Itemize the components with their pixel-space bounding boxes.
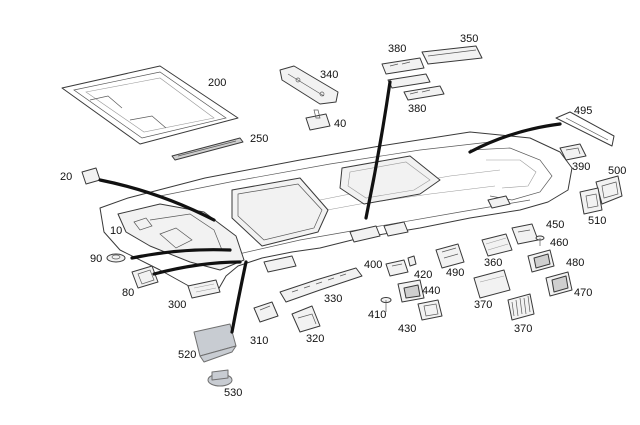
sunroof-opening bbox=[231, 177, 329, 247]
duct-part-330 bbox=[279, 267, 363, 303]
leader-arrow-90 bbox=[130, 248, 232, 260]
callout-250: 250 bbox=[250, 133, 268, 145]
ribbed-block-part-370b bbox=[507, 293, 535, 321]
leader-arrow-310 bbox=[230, 260, 248, 334]
callout-530: 530 bbox=[224, 387, 242, 399]
screw-part-460 bbox=[535, 235, 545, 246]
callout-500: 500 bbox=[608, 165, 626, 177]
callout-410: 410 bbox=[368, 309, 386, 321]
callout-430: 430 bbox=[398, 323, 416, 335]
leader-arrow-380 bbox=[364, 80, 392, 220]
rear-trim-part-495 bbox=[555, 111, 615, 147]
callout-320: 320 bbox=[306, 333, 324, 345]
callout-370b: 370 bbox=[514, 323, 532, 335]
clip-part-420 bbox=[407, 255, 417, 267]
callout-90: 90 bbox=[90, 253, 102, 265]
callout-440: 440 bbox=[422, 285, 440, 297]
callout-520: 520 bbox=[178, 349, 196, 361]
callout-360: 360 bbox=[484, 257, 502, 269]
strip-group-350-380 bbox=[381, 45, 483, 101]
bracket-part-390 bbox=[559, 143, 587, 161]
callout-480: 480 bbox=[566, 257, 584, 269]
callout-300: 300 bbox=[168, 299, 186, 311]
screw-part-410 bbox=[380, 297, 392, 312]
box-part-370a bbox=[473, 269, 511, 299]
callout-370a: 370 bbox=[474, 299, 492, 311]
callout-20: 20 bbox=[60, 171, 72, 183]
cover-part-520 bbox=[193, 323, 237, 363]
panel-part-360 bbox=[481, 233, 513, 257]
seal-strip-part bbox=[171, 137, 244, 161]
rear-housing-part-510 bbox=[579, 187, 603, 215]
callout-380b: 380 bbox=[408, 103, 426, 115]
callout-40: 40 bbox=[334, 118, 346, 130]
light-unit-part-80 bbox=[131, 265, 159, 289]
callout-350: 350 bbox=[460, 33, 478, 45]
callout-510: 510 bbox=[588, 215, 606, 227]
grommet-part-90 bbox=[106, 253, 126, 263]
trim-strip-part-300 bbox=[187, 279, 221, 299]
leader-arrow-80 bbox=[152, 260, 242, 276]
callout-470: 470 bbox=[574, 287, 592, 299]
clip-part-40 bbox=[305, 109, 331, 131]
callout-400: 400 bbox=[364, 259, 382, 271]
leader-arrows bbox=[98, 80, 562, 334]
rail-bracket-part bbox=[279, 65, 339, 105]
lamp-part-480 bbox=[527, 249, 555, 273]
callout-310: 310 bbox=[250, 335, 268, 347]
rear-sunroof-opening bbox=[339, 155, 441, 205]
leader-arrow-495 bbox=[468, 122, 562, 154]
headliner-handles bbox=[263, 195, 511, 273]
leader-arrow-20 bbox=[98, 178, 216, 222]
switch-block-part-490 bbox=[435, 243, 465, 269]
callout-420: 420 bbox=[414, 269, 432, 281]
callout-labels: 200 250 340 40 380 350 380 495 390 500 5… bbox=[60, 33, 626, 399]
knob-part-530 bbox=[207, 369, 233, 387]
bracket-part-320 bbox=[291, 305, 321, 333]
cover-cap-part-20 bbox=[81, 167, 101, 185]
lamp-housing-part-440 bbox=[397, 279, 425, 303]
callout-10: 10 bbox=[110, 225, 122, 237]
callout-380a: 380 bbox=[388, 43, 406, 55]
callout-200: 200 bbox=[208, 77, 226, 89]
bracket-part-310 bbox=[253, 301, 279, 323]
callout-490: 490 bbox=[446, 267, 464, 279]
callout-460: 460 bbox=[550, 237, 568, 249]
callout-80: 80 bbox=[122, 287, 134, 299]
lamp-housing-part-430 bbox=[417, 299, 443, 321]
sunroof-frame-part bbox=[61, 65, 239, 145]
callout-330: 330 bbox=[324, 293, 342, 305]
callout-390: 390 bbox=[572, 161, 590, 173]
callout-340: 340 bbox=[320, 69, 338, 81]
lamp-part-470 bbox=[545, 271, 573, 297]
connector-part-400 bbox=[385, 259, 409, 277]
callout-450: 450 bbox=[546, 219, 564, 231]
clip-part-450 bbox=[511, 223, 539, 245]
callout-495: 495 bbox=[574, 105, 592, 117]
